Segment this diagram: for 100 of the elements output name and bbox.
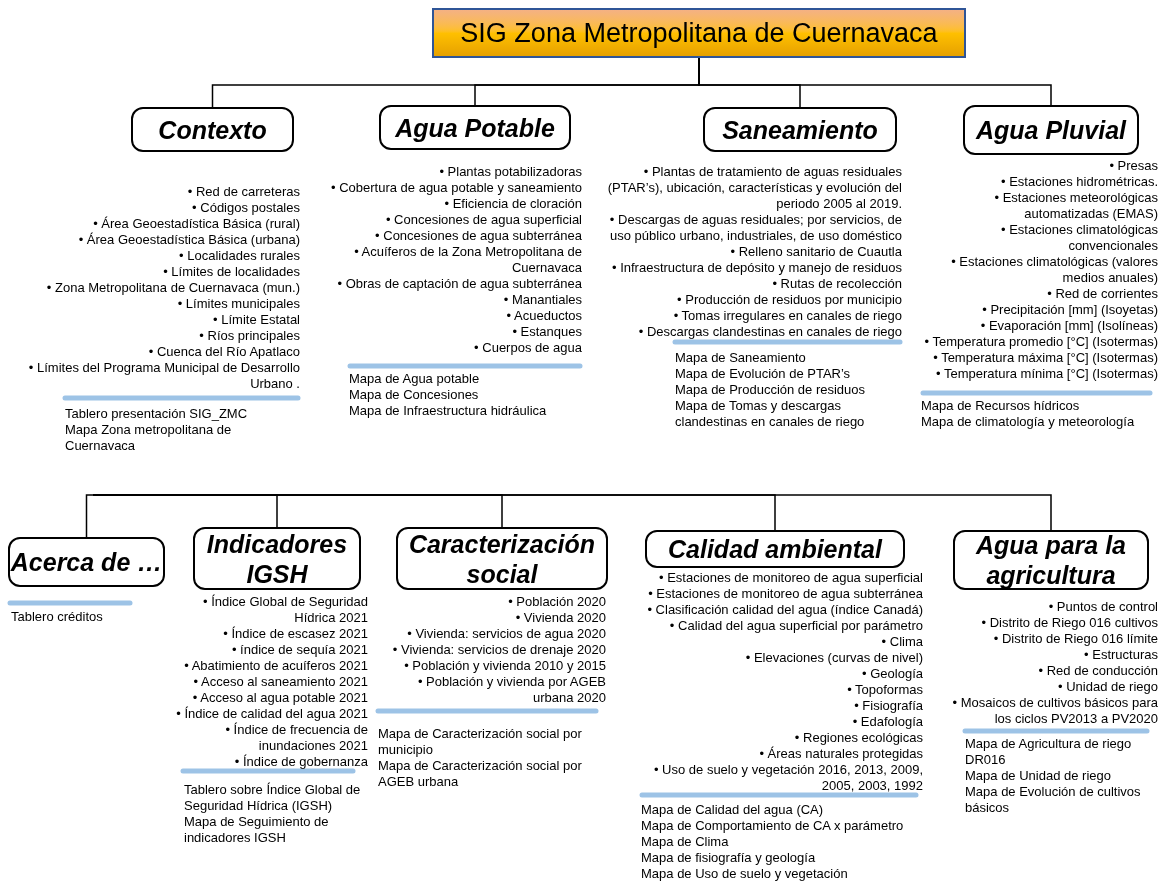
- bullet-item: • Edafología: [852, 714, 923, 730]
- map-item: Mapa de Clima: [641, 834, 729, 850]
- map-item: Mapa de Agua potable: [349, 371, 480, 387]
- bullet-item: • índice de sequía 2021: [231, 642, 368, 658]
- map-item: Mapa de Unidad de riego: [965, 768, 1111, 784]
- bullet-item: • Clasificación calidad del agua (índice Canadá): [647, 602, 923, 618]
- bullet-item: • Vivienda: servicios de drenaje 2020: [392, 642, 606, 658]
- bullet-item: • Acceso al agua potable 2021: [192, 690, 368, 706]
- bullet-item: • Manantiales: [503, 292, 582, 308]
- map-item: Mapa de Tomas y descargas clandestinas en canales de riego: [675, 398, 866, 430]
- bullet-item: • Unidad de riego: [1058, 679, 1158, 695]
- bullet-item: • Estaciones de monitoreo de agua superficial: [659, 570, 923, 586]
- bullet-item: • Obras de captación de agua subterránea: [337, 276, 582, 292]
- bullet-item: • Red de carreteras: [187, 184, 300, 200]
- bullet-item: • Área Geoestadística Básica (rural): [93, 216, 300, 232]
- map-item: Mapa de Uso de suelo y vegetación: [641, 866, 848, 882]
- map-item: Mapa de Comportamiento de CA x parámetro: [641, 818, 904, 834]
- bullet-item: • Acueductos: [506, 308, 582, 324]
- bullet-item: • Infraestructura de depósito y manejo de residuos: [612, 260, 902, 276]
- connector-line: [85, 494, 94, 538]
- bullet-item: • Vivienda 2020: [515, 610, 606, 626]
- bullet-item: • Temperatura promedio [°C] (Isotermas): [924, 334, 1158, 350]
- bullet-item: • Fisiografía: [854, 698, 923, 714]
- bullet-item: • Límites municipales: [177, 296, 300, 312]
- bullet-item: • Índice de escasez 2021: [223, 626, 368, 642]
- bullet-item: • Localidades rurales: [179, 248, 300, 264]
- bullet-item: • Plantas potabilizadoras: [439, 164, 582, 180]
- bullet-item: • Estaciones climatológicas (valores medios anuales): [950, 254, 1158, 286]
- bullet-item: • Índice de calidad del agua 2021: [176, 706, 368, 722]
- bullet-item: • Zona Metropolitana de Cuernavaca (mun.): [46, 280, 300, 296]
- title-box: SIG Zona Metropolitana de Cuernavaca: [432, 8, 966, 58]
- bullet-item: • Índice de gobernanza: [234, 754, 368, 770]
- bullet-item: • Índice Global de Seguridad Hídrica 2021: [202, 594, 368, 626]
- bullet-item: • Índice de frecuencia de inundaciones 2021: [224, 722, 368, 754]
- bullet-item: • Descargas clandestinas en canales de riego: [638, 324, 902, 340]
- bullet-item: • Área Geoestadística Básica (urbana): [78, 232, 300, 248]
- bullet-item: • Red de corrientes: [1047, 286, 1158, 302]
- map-item: Mapa de Infraestructura hidráulica: [349, 403, 547, 419]
- bullet-item: • Estaciones climatológicas convencionales: [1000, 222, 1158, 254]
- bullet-item: • Cuerpos de agua: [474, 340, 582, 356]
- bullet-item: • Plantas de tratamiento de aguas residuales (PTAR’s), ubicación, características y evolución del periodo 2005 al 2019.: [606, 164, 902, 212]
- map-item: Mapa de Agricultura de riego DR016: [965, 736, 1133, 768]
- connector-line: [92, 494, 1052, 531]
- map-item: Tablero créditos: [11, 609, 103, 625]
- bullet-item: • Áreas naturales protegidas: [759, 746, 923, 762]
- bullet-item: • Uso de suelo y vegetación 2016, 2013, 2009, 2005, 2003, 1992: [652, 762, 923, 794]
- category-box: Saneamiento: [703, 107, 897, 152]
- map-item: Mapa de Caracterización social por AGEB urbana: [378, 758, 583, 790]
- bullet-item: • Precipitación [mm] (Isoyetas): [982, 302, 1158, 318]
- bullet-item: • Abatimiento de acuíferos 2021: [184, 658, 368, 674]
- bullet-item: • Cuenca del Río Apatlaco: [148, 344, 300, 360]
- bullet-item: • Vivienda: servicios de agua 2020: [407, 626, 606, 642]
- bullet-item: • Red de conducción: [1038, 663, 1158, 679]
- map-item: Tablero presentación SIG_ZMC: [65, 406, 248, 422]
- category-box: Caracterización social: [396, 527, 608, 590]
- bullet-item: • Tomas irregulares en canales de riego: [673, 308, 902, 324]
- bullet-item: • Calidad del agua superficial por parámetro: [669, 618, 923, 634]
- map-item: Tablero sobre Índice Global de Seguridad Hídrica (IGSH): [184, 782, 362, 814]
- bullet-item: • Estructuras: [1084, 647, 1158, 663]
- bullet-item: • Cobertura de agua potable y saneamiento: [331, 180, 582, 196]
- map-item: Mapa de Concesiones: [349, 387, 479, 403]
- bullet-item: • Ríos principales: [199, 328, 300, 344]
- map-item: Mapa de Producción de residuos: [675, 382, 866, 398]
- bullet-item: • Códigos postales: [192, 200, 300, 216]
- bullet-item: • Acuíferos de la Zona Metropolitana de Cuernavaca: [353, 244, 582, 276]
- map-item: Mapa de Saneamiento: [675, 350, 806, 366]
- bullet-item: • Concesiones de agua superficial: [385, 212, 582, 228]
- bullet-item: • Topoformas: [847, 682, 923, 698]
- map-item: Mapa de Calidad del agua (CA): [641, 802, 824, 818]
- category-box: Calidad ambiental: [645, 530, 905, 568]
- bullet-item: • Mosaicos de cultivos básicos para los ciclos PV2013 a PV2020: [951, 695, 1158, 727]
- map-item: Mapa de Evolución de cultivos básicos: [965, 784, 1142, 816]
- bullet-item: • Límites de localidades: [163, 264, 300, 280]
- category-box: Contexto: [131, 107, 294, 152]
- bullet-item: • Producción de residuos por municipio: [677, 292, 902, 308]
- bullet-item: • Población 2020: [508, 594, 606, 610]
- bullet-item: • Distrito de Riego 016 límite: [993, 631, 1158, 647]
- bullet-item: • Distrito de Riego 016 cultivos: [981, 615, 1158, 631]
- bullet-item: • Puntos de control: [1048, 599, 1158, 615]
- category-box: Indicadores IGSH: [193, 527, 361, 590]
- map-item: Mapa Zona metropolitana de Cuernavaca: [65, 422, 233, 454]
- bullet-item: • Concesiones de agua subterránea: [375, 228, 582, 244]
- category-box: Acerca de …: [8, 537, 165, 587]
- map-item: Mapa de climatología y meteorología: [921, 414, 1135, 430]
- bullet-item: • Presas: [1109, 158, 1158, 174]
- category-box: Agua Pluvial: [963, 105, 1139, 155]
- bullet-item: • Estaciones hidrométricas.: [1001, 174, 1158, 190]
- bullet-item: • Acceso al saneamiento 2021: [193, 674, 368, 690]
- bullet-item: • Eficiencia de cloración: [444, 196, 582, 212]
- bullet-item: • Clima: [881, 634, 923, 650]
- bullet-item: • Temperatura mínima [°C] (Isotermas): [936, 366, 1158, 382]
- bullet-item: • Población y vivienda 2010 y 2015: [404, 658, 606, 674]
- bullet-item: • Población y vivienda por AGEB urbana 2020: [416, 674, 606, 706]
- bullet-item: • Descargas de aguas residuales; por servicios, de uso público urbano, industriales, de uso doméstico: [608, 212, 902, 244]
- map-item: Mapa de fisiografía y geología: [641, 850, 816, 866]
- category-box: Agua Potable: [379, 105, 571, 150]
- category-box: Agua para la agricultura: [953, 530, 1149, 590]
- bullet-item: • Límites del Programa Municipal de Desarrollo Urbano .: [27, 360, 300, 392]
- bullet-item: • Elevaciones (curvas de nivel): [745, 650, 923, 666]
- bullet-item: • Estaciones meteorológicas automatizadas (EMAS): [993, 190, 1158, 222]
